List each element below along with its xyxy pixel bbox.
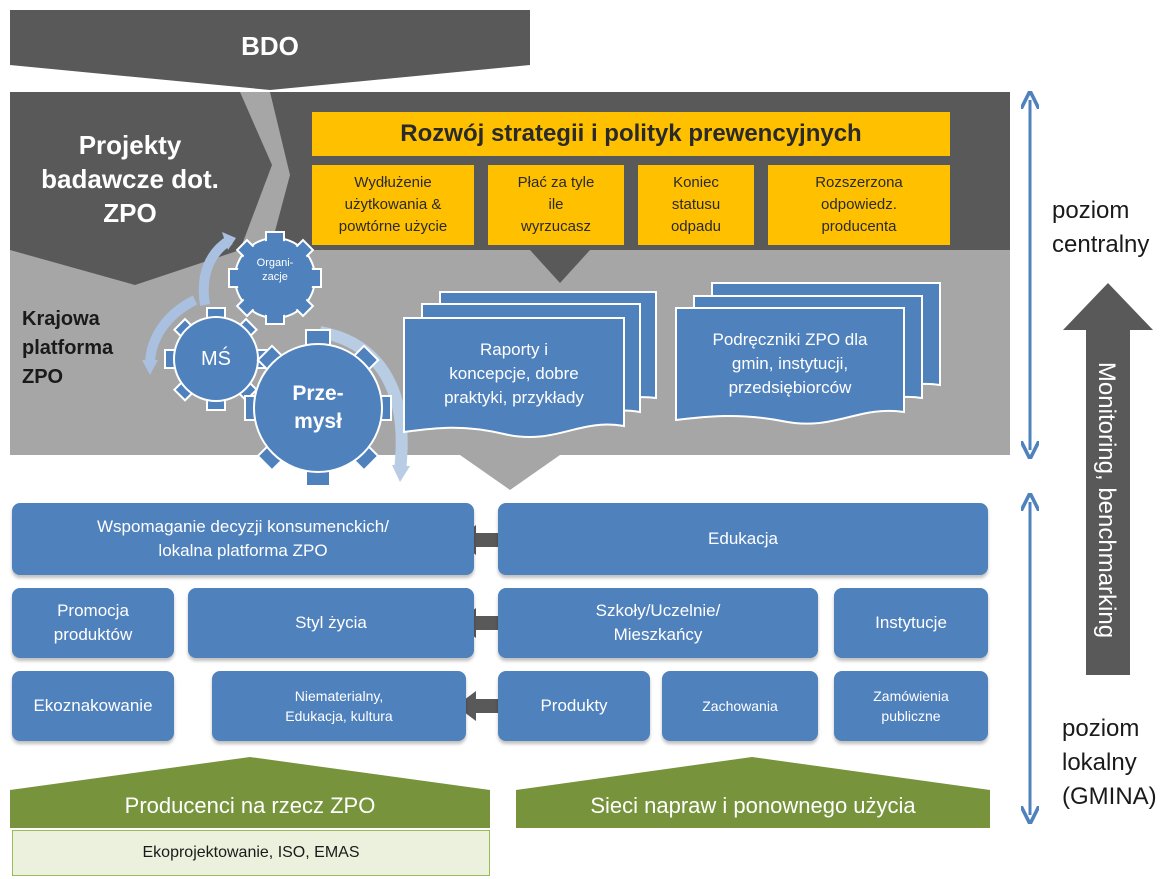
strategy-box-line: ile [548,196,564,213]
reports-line1: Raporty i [479,340,549,359]
education-box: Edukacja [498,503,988,575]
gear-prz-line1: Prze- [292,382,344,405]
producers-banner [10,757,490,828]
central-line1: poziom [1052,197,1130,224]
strategy-box-end-of-waste: Koniec statusu odpadu [638,165,754,245]
schools-line1: Szkoły/Uczelnie/ [595,601,721,620]
projects-chevron [10,92,272,285]
monitoring-label: Monitoring, benchmarking [1093,361,1120,639]
support-platform-box: Wspomaganie decyzji konsumenckich/ lokal… [12,503,474,575]
reports-line2: koncepcje, dobre [449,364,579,383]
strategy-title: Rozwój strategii i polityk prewencyjnych [312,112,950,156]
strategy-box-line: producenta [821,218,897,235]
intangible-line2: Edukacja, kultura [285,708,393,724]
projects-line3: ZPO [103,198,157,228]
repair-label: Sieci napraw i ponownego użycia [590,793,916,818]
gear-prz-line2: mysł [294,410,342,433]
reports-label: Raporty i koncepcje, dobre praktyki, prz… [404,338,624,410]
manuals-line3: przedsiębiorców [728,378,852,397]
platform-line2: platforma [22,337,114,359]
strategy-box-line: użytkowania & [344,196,442,213]
schools-line2: Mieszkańcy [613,625,703,644]
behaviour-box: Zachowania [662,671,818,741]
manuals-label: Podręczniki ZPO dla gmin, instytucji, pr… [676,328,904,400]
support-line1: Wspomaganie decyzji konsumenckich/ [97,517,389,536]
intangible-line1: Niematerialny, [294,688,384,704]
strategy-box-line: Koniec [673,174,719,191]
gear-ms-label: MŚ [201,347,231,370]
local-line3: (GMINA) [1062,783,1157,810]
strategy-box-line: Płać za tyle [517,174,595,191]
strategy-box-line: Rozszerzona [815,174,903,191]
strategy-box-line: odpowiedz. [821,196,897,213]
strategy-box-line: powtórne użycie [338,218,448,235]
procurement-box: Zamówienia publiczne [834,671,988,741]
promotion-line1: Promocja [57,601,129,620]
gear-organizacje-label: Organi- zacje [240,256,310,284]
reports-documents-icon [403,291,657,439]
strategy-box-line: wyrzucasz [520,218,591,235]
local-level-label: poziom lokalny (GMINA) [1062,712,1157,814]
promotion-box: Promocja produktów [12,588,174,658]
strategy-box-line: Wydłużenie [354,174,432,191]
institutions-box: Instytucje [834,588,988,658]
ecolabel-box: Ekoznakowanie [12,671,174,741]
lifestyle-box: Styl życia [188,588,474,658]
rotation-arrow-right [318,326,408,471]
strategy-box-line: odpadu [670,218,722,235]
projects-label: Projekty badawcze dot. ZPO [20,128,240,230]
local-line2: lokalny [1062,749,1137,776]
producers-label: Producenci na rzecz ZPO [124,793,376,818]
monitoring-arrow [1063,283,1153,675]
reports-line3: praktyki, przykłady [444,388,584,407]
strategy-box-line: statusu [671,196,721,213]
gear-przemysl-label: Prze- mysł [268,380,368,436]
bdo-label: BDO [241,30,299,61]
gear-organizacje-icon [228,231,322,325]
procurement-line2: publiczne [881,708,941,724]
strategy-box-epr: Rozszerzona odpowiedz. producenta [768,165,950,245]
gear-przemysl-icon [244,329,392,487]
gear-org-line2: zacje [262,271,288,283]
intangible-box: Niematerialny, Edukacja, kultura [212,671,466,741]
schools-box: Szkoły/Uczelnie/ Mieszkańcy [498,588,818,658]
strategy-box-payt: Płać za tyle ile wyrzucasz [488,165,624,245]
gear-org-line1: Organi- [256,257,294,269]
manuals-line1: Podręczniki ZPO dla [712,330,868,349]
rotation-arrow-left [145,295,198,366]
projects-line1: Projekty [78,130,182,160]
promotion-line2: produktów [53,625,133,644]
ecodesign-box: Ekoprojektowanie, ISO, EMAS [12,830,490,876]
local-line1: poziom [1062,715,1140,742]
strategy-box-extension: Wydłużenie użytkowania & powtórne użycie [312,165,474,245]
platform-line3: ZPO [22,366,64,388]
rotation-arrow-top [198,235,233,306]
manuals-documents-icon [675,282,941,425]
projects-line2: badawcze dot. [41,164,219,194]
repair-banner [516,757,990,828]
support-line2: lokalna platforma ZPO [158,541,328,560]
central-line2: centralny [1052,231,1150,258]
platform-label: Krajowa platforma ZPO [22,305,113,392]
platform-line1: Krajowa [22,308,100,330]
manuals-line2: gmin, instytucji, [731,354,849,373]
products-box: Produkty [498,671,650,741]
procurement-line1: Zamówienia [873,688,949,704]
bdo-banner [10,10,530,90]
central-level-label: poziom centralny [1052,194,1149,262]
